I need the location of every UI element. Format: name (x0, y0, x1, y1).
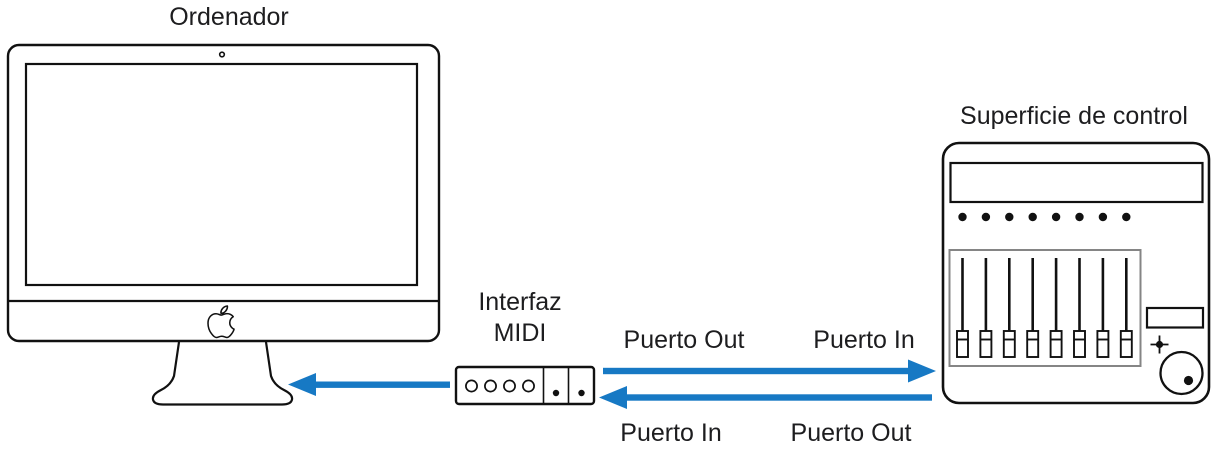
crosshair-icon (1150, 335, 1169, 354)
midi-interface-title-line2: MIDI (493, 319, 547, 347)
apple-logo-icon (207, 305, 235, 339)
midi-port-circle-3 (503, 379, 516, 393)
led-dot (958, 212, 967, 222)
led-dot-row (958, 212, 1131, 222)
imac-stand (151, 341, 294, 406)
fader-knob (1119, 330, 1133, 358)
arrow-surface-to-interface (599, 386, 932, 409)
midi-port-circle-2 (484, 379, 497, 393)
fader-knob (1026, 330, 1040, 358)
control-surface-display (949, 161, 1204, 204)
jog-wheel-dot (1183, 375, 1194, 386)
imac-screen (24, 62, 419, 287)
midi-indicator-dot-1 (552, 389, 560, 397)
led-dot (981, 212, 991, 222)
midi-interface-body (454, 365, 596, 406)
control-surface-body (941, 141, 1211, 405)
fader-knob (1049, 330, 1063, 358)
connection-arrows (288, 359, 936, 409)
led-dot (1005, 212, 1014, 222)
fader-tracks (961, 258, 1128, 334)
midi-port-circle-4 (522, 379, 535, 393)
midi-interface-title: Interfaz MIDI (478, 287, 561, 349)
port-label-in-bottom: Puerto In (620, 419, 722, 447)
midi-port-circle-1 (465, 379, 478, 393)
arrow-interface-to-surface (603, 359, 936, 383)
midi-indicator-dot-2 (578, 389, 585, 397)
fader-knob (1073, 330, 1086, 358)
led-dot (1051, 212, 1061, 222)
computer-title: Ordenador (169, 3, 289, 31)
led-dot (1075, 212, 1084, 222)
fader-knobs (956, 330, 1133, 358)
function-button (1145, 306, 1205, 329)
midi-interface-title-line1: Interfaz (478, 288, 562, 316)
imac-camera-icon (218, 51, 226, 58)
imac-body (6, 43, 441, 343)
jog-wheel (1159, 350, 1204, 396)
port-label-in-top: Puerto In (813, 326, 915, 354)
fader-knob (979, 330, 993, 358)
fader-frame (948, 249, 1142, 367)
control-surface-title: Superficie de control (960, 102, 1188, 130)
control-surface-illustration (941, 141, 1211, 405)
fader-knob (1002, 330, 1016, 358)
led-dot (1028, 212, 1037, 222)
midi-interface-illustration (454, 365, 596, 406)
led-dot (1098, 212, 1108, 222)
port-label-out-bottom: Puerto Out (790, 419, 912, 447)
computer-illustration (6, 43, 441, 406)
arrow-interface-to-computer (288, 373, 450, 396)
fader-knob (1096, 330, 1110, 358)
led-dot (1122, 212, 1131, 222)
port-label-out-top: Puerto Out (623, 326, 745, 354)
fader-knob (956, 330, 969, 358)
